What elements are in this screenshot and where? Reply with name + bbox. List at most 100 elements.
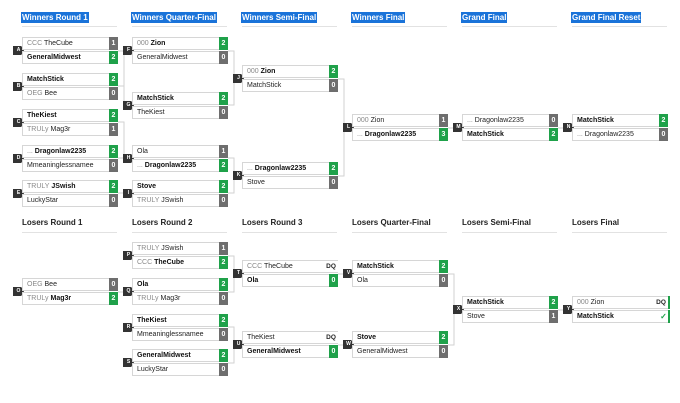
team-name: Zion: [260, 68, 276, 75]
score-box: 0: [109, 194, 118, 207]
team-prefix: ...: [357, 131, 363, 138]
match-id-badge: V: [343, 269, 354, 278]
team-name: JSwish: [161, 197, 184, 204]
team-prefix: OEG: [27, 281, 43, 288]
team-name: Zion: [150, 40, 166, 47]
team-prefix: TRULy: [27, 295, 49, 302]
header-underline: [132, 232, 227, 233]
score-box: 2: [439, 331, 448, 344]
header-underline: [22, 26, 117, 27]
score-box: 2: [109, 51, 118, 64]
score-box: 0: [219, 292, 228, 305]
header-underline: [462, 232, 557, 233]
score-box: 0: [109, 278, 118, 291]
team-prefix: ...: [27, 148, 33, 155]
score-box: 1: [109, 123, 118, 136]
header-losers-final: Losers Final: [572, 218, 620, 227]
header-underline: [572, 26, 667, 27]
match-id-badge: M: [453, 123, 464, 132]
header-losers-quarter-final: Losers Quarter-Final: [352, 218, 431, 227]
team-name: GeneralMidwest: [357, 348, 408, 355]
match-slot-2[interactable]: MatchStick✓: [572, 310, 670, 323]
score-box: 0: [219, 363, 228, 376]
match-id-badge: J: [233, 74, 244, 83]
header-underline: [352, 26, 447, 27]
